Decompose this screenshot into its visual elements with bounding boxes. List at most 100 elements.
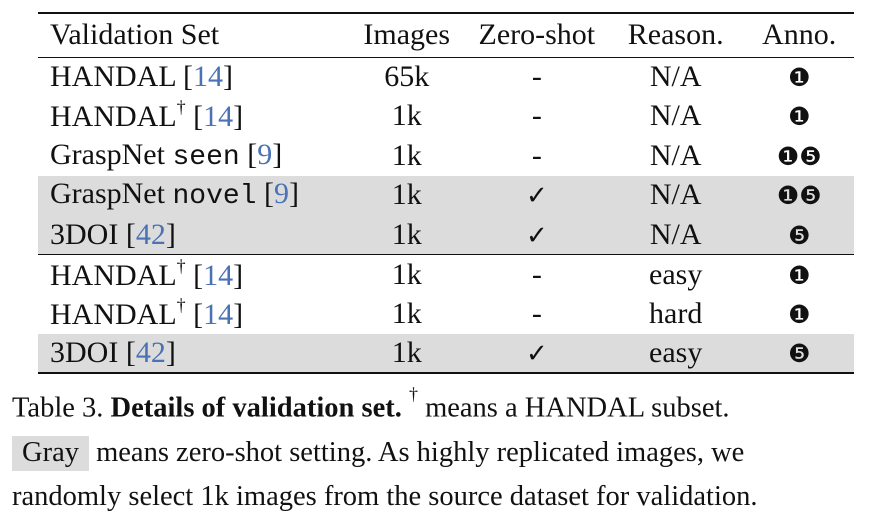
- cell-images: 1k: [347, 97, 467, 137]
- cell-validation-set: GraspNet seen [9]: [50, 137, 283, 173]
- header-zero-shot: Zero-shot: [466, 12, 608, 58]
- citation-link[interactable]: 42: [135, 335, 166, 369]
- cell-reason-value: N/A: [649, 60, 702, 93]
- cell-validation-set: 3DOI [42]: [38, 333, 347, 374]
- cell-validation-set: GraspNet novel [9]: [38, 175, 347, 215]
- caption-title: Details of validation set.: [110, 392, 402, 424]
- cell-reason: N/A: [607, 175, 745, 215]
- cell-anno-value: ❶❺: [776, 141, 822, 171]
- cell-anno: ❺: [744, 333, 854, 374]
- cell-reason-value: N/A: [649, 217, 702, 251]
- cell-reason: N/A: [607, 136, 744, 176]
- cell-zero-shot-value: -: [531, 138, 542, 172]
- cell-anno: ❶❺: [744, 175, 854, 215]
- cell-anno: ❶: [744, 294, 854, 334]
- cell-reason-value: easy: [649, 335, 703, 369]
- cell-reason: N/A: [607, 57, 744, 97]
- cell-zero-shot-value: -: [531, 99, 542, 133]
- citation-link[interactable]: 14: [203, 100, 234, 134]
- citation-link[interactable]: 14: [203, 297, 234, 331]
- validation-table-container: Validation Set Images Zero-shot Reason. …: [38, 12, 854, 374]
- cell-zero-shot: ✓: [466, 215, 608, 255]
- cell-zero-shot-value: ✓: [525, 181, 548, 212]
- cell-reason: easy: [607, 254, 745, 294]
- cell-images: 1k: [346, 254, 467, 294]
- cell-zero-shot: ✓: [466, 175, 608, 215]
- subset-dagger: †: [176, 294, 186, 315]
- table-row: HANDAL† [14] 1k - easy ❶: [38, 254, 854, 294]
- citation-link[interactable]: 14: [203, 258, 234, 292]
- cell-anno: ❶: [744, 57, 854, 97]
- cell-images-value: 1k: [391, 99, 422, 133]
- cell-reason-value: N/A: [649, 138, 702, 172]
- cell-images: 1k: [346, 333, 467, 374]
- cell-zero-shot-value: -: [531, 296, 542, 330]
- table-row: HANDAL† [14] 1k - N/A ❶: [38, 97, 854, 137]
- cell-anno-value: ❺: [787, 220, 811, 250]
- cell-reason: N/A: [607, 215, 745, 255]
- cell-anno: ❶: [744, 254, 854, 294]
- cell-images-value: 1k: [391, 257, 422, 291]
- citation-link[interactable]: 9: [273, 177, 289, 211]
- cell-zero-shot: -: [467, 136, 607, 176]
- cell-images-value: 1k: [391, 296, 422, 330]
- cell-reason: easy: [607, 333, 745, 374]
- dataset-name: GraspNet: [50, 137, 165, 171]
- caption-line-3: randomly select 1k images from the sourc…: [12, 480, 758, 512]
- cell-anno: ❶: [744, 97, 854, 137]
- cell-images: 1k: [347, 294, 467, 334]
- caption-line-1-text: means a HANDAL subset.: [425, 392, 730, 424]
- cell-zero-shot-value: -: [531, 257, 542, 291]
- subset-dagger: †: [176, 255, 186, 276]
- header-validation-set: Validation Set: [38, 12, 347, 58]
- table-row: GraspNet seen [9] 1k - N/A ❶❺: [38, 136, 854, 176]
- dataset-name: HANDAL: [50, 258, 177, 292]
- dataset-split: seen: [172, 141, 240, 173]
- cell-validation-set: HANDAL† [14]: [38, 254, 347, 294]
- cell-validation-set: HANDAL† [14]: [50, 97, 244, 134]
- cell-zero-shot: -: [467, 97, 607, 137]
- dataset-name: GraspNet: [50, 177, 165, 211]
- table-row: 3DOI [42] 1k ✓ easy ❺: [38, 333, 854, 374]
- cell-reason-value: N/A: [649, 99, 702, 133]
- cell-anno-value: ❶: [787, 299, 811, 329]
- cell-reason-value: easy: [649, 257, 703, 291]
- header-images: Images: [346, 12, 467, 58]
- citation-link[interactable]: 14: [193, 60, 224, 93]
- dataset-name: HANDAL: [50, 60, 176, 93]
- cell-zero-shot: ✓: [466, 333, 608, 374]
- cell-anno-value: ❶: [787, 63, 811, 92]
- cell-images-value: 1k: [391, 178, 422, 212]
- cell-images-value: 65k: [384, 60, 430, 93]
- cell-images: 65k: [347, 57, 467, 97]
- caption-line-2: Gray means zero-shot setting. As highly …: [12, 431, 868, 475]
- table-row: GraspNet novel [9] 1k ✓ N/A ❶❺: [38, 175, 854, 215]
- citation-link[interactable]: 9: [257, 137, 273, 171]
- caption-gray-swatch: Gray: [12, 435, 89, 471]
- cell-reason: hard: [607, 294, 744, 334]
- cell-images-value: 1k: [391, 138, 422, 172]
- dataset-name: 3DOI: [50, 335, 119, 369]
- table-caption: Table 3. Details of validation set. † me…: [12, 378, 868, 519]
- cell-reason-value: N/A: [649, 178, 702, 212]
- cell-images-value: 1k: [391, 335, 422, 369]
- cell-zero-shot-value: ✓: [525, 338, 548, 369]
- caption-line-2-text: means zero-shot setting. As highly repli…: [96, 436, 745, 468]
- caption-label: Table 3.: [12, 392, 104, 424]
- cell-zero-shot-value: ✓: [525, 220, 548, 251]
- cell-reason: N/A: [607, 97, 744, 137]
- cell-images: 1k: [346, 175, 467, 215]
- cell-validation-set: 3DOI [42]: [38, 215, 347, 255]
- cell-anno-value: ❶: [787, 102, 811, 132]
- cell-zero-shot: -: [467, 57, 607, 97]
- cell-images: 1k: [347, 136, 467, 176]
- cell-anno-value: ❺: [787, 338, 811, 368]
- cell-zero-shot: -: [466, 254, 608, 294]
- dataset-name: HANDAL: [50, 100, 177, 134]
- cell-images: 1k: [346, 215, 467, 255]
- table-header-row: Validation Set Images Zero-shot Reason. …: [38, 12, 854, 58]
- header-anno: Anno.: [744, 12, 854, 58]
- cell-anno: ❶❺: [744, 136, 854, 176]
- caption-line-1: Table 3. Details of validation set. † me…: [12, 378, 868, 431]
- citation-link[interactable]: 42: [135, 217, 166, 251]
